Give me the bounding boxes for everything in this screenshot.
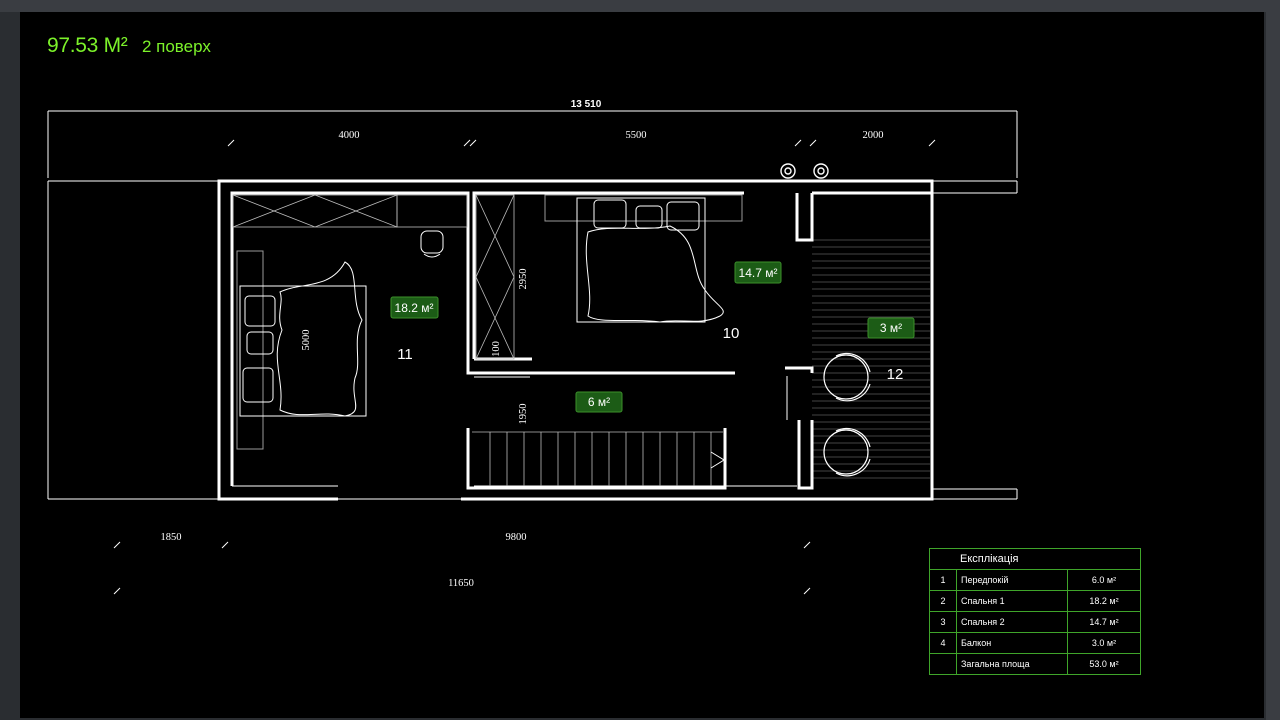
dim-tick: [809, 139, 817, 147]
desk-chair-icon: [420, 230, 444, 258]
table-row: 2 Спальня 1 18.2 м²: [929, 590, 1141, 612]
dim-top-1: 4000: [339, 130, 360, 141]
headline: 97.53 М² 2 поверх: [47, 34, 211, 58]
staircase-wall: [466, 428, 727, 490]
dim-tick: [113, 541, 121, 549]
balcony-chair-icon: [823, 352, 871, 477]
window-top-bar: [0, 0, 1280, 12]
dim-wardrobe: 2950: [518, 269, 529, 290]
scrollbar-track[interactable]: [1266, 0, 1280, 720]
wardrobe-side: [475, 194, 515, 360]
area-badge-bedroom-1: 18.2 м²: [390, 296, 439, 319]
table-header-row: Експлікація: [929, 548, 1141, 570]
dim-bottom-total: 11650: [448, 578, 474, 589]
dim-tick: [803, 541, 811, 549]
balcony-floor-hatch: [812, 239, 930, 479]
bed-2-icon: [544, 194, 743, 323]
svg-text:14.7 м²: 14.7 м²: [739, 266, 778, 280]
dim-tick: [469, 139, 477, 147]
stair-direction-arrow-icon: [710, 451, 725, 469]
bedroom-2-wall: [472, 191, 744, 359]
balcony-wall-top: [795, 193, 814, 242]
dim-tick: [221, 541, 229, 549]
dim-tick: [113, 587, 121, 595]
table-row: 3 Спальня 2 14.7 м²: [929, 611, 1141, 633]
dim-tick: [794, 139, 802, 147]
staircase-treads: [472, 431, 723, 486]
exterior-wall: [217, 179, 934, 501]
balcony-door-jamb: [785, 366, 814, 373]
balcony-wall-bottom: [797, 420, 814, 490]
area-badge-bedroom-2: 14.7 м²: [734, 261, 782, 284]
room-number-11: 11: [397, 346, 413, 363]
table-row: 4 Балкон 3.0 м²: [929, 632, 1141, 654]
svg-text:6 м²: 6 м²: [588, 395, 610, 409]
dim-bottom-1: 1850: [161, 532, 182, 543]
room-number-10: 10: [723, 325, 740, 342]
dim-wall: 100: [491, 341, 502, 357]
bedroom-1-wall: [230, 191, 735, 486]
dim-top-2: 5500: [626, 130, 647, 141]
svg-text:3 м²: 3 м²: [880, 321, 902, 335]
table-total-row: Загальна площа 53.0 м²: [929, 653, 1141, 675]
dim-bottom-2: 9800: [506, 532, 527, 543]
explication-table: Експлікація 1 Передпокій 6.0 м² 2 Спальн…: [929, 548, 1141, 675]
dim-tick: [227, 139, 235, 147]
area-badge-hall: 6 м²: [575, 391, 623, 413]
table-title: Експлікація: [929, 548, 1141, 570]
dim-bed-1: 5000: [301, 330, 312, 351]
dim-hall: 1950: [518, 404, 529, 425]
room-number-12: 12: [887, 366, 904, 383]
dim-tick: [928, 139, 936, 147]
floor-label: 2 поверх: [141, 37, 211, 56]
table-row: 1 Передпокій 6.0 м²: [929, 569, 1141, 591]
dim-total: 13 510: [571, 99, 602, 110]
ventilation-icon: [780, 163, 829, 179]
dim-tick: [803, 587, 811, 595]
wardrobe-top: [232, 194, 468, 228]
dim-top-3: 2000: [863, 130, 884, 141]
svg-text:18.2 м²: 18.2 м²: [395, 301, 434, 315]
bed-1-icon: [236, 250, 367, 450]
total-area: 97.53 М²: [47, 34, 128, 57]
dim-tick: [463, 139, 471, 147]
area-badge-balcony: 3 м²: [867, 317, 915, 339]
